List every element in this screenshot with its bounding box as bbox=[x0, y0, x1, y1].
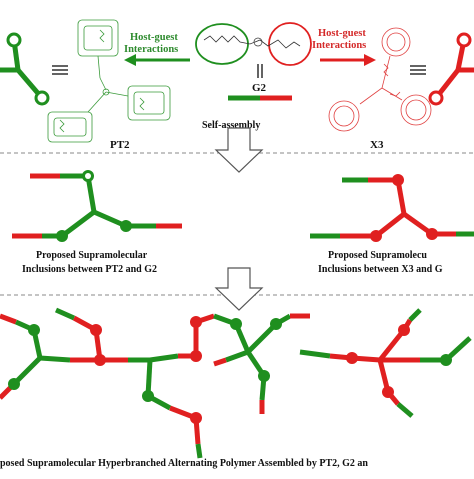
self-assembly-label: Self-assembly bbox=[202, 120, 260, 131]
x3-symbol bbox=[428, 32, 474, 106]
host-guest-arrow-right bbox=[320, 54, 376, 66]
x3-molecule-structure bbox=[328, 27, 432, 132]
host-guest-label-right-line1: Host-guest bbox=[318, 28, 366, 39]
equivalent-sign-right bbox=[410, 65, 426, 75]
x3-g2-inclusion bbox=[310, 174, 474, 242]
bottom-caption: posed Supramolecular Hyperbranched Alter… bbox=[0, 458, 368, 469]
right-caption-line1: Proposed Supramolecu bbox=[328, 250, 427, 261]
left-caption-line1: Proposed Supramolecular bbox=[36, 250, 148, 261]
g2-molecule-structure bbox=[195, 22, 312, 66]
pt2-molecule-structure bbox=[47, 19, 171, 143]
host-guest-label-right-line2: Interactions bbox=[312, 40, 366, 51]
left-caption-line2: Inclusions between PT2 and G2 bbox=[22, 264, 157, 275]
right-caption-line2: Inclusions between X3 and G bbox=[318, 264, 443, 275]
down-arrow-1 bbox=[214, 127, 264, 173]
host-guest-arrow-left bbox=[124, 54, 190, 66]
equivalent-sign-vertical bbox=[257, 64, 263, 78]
host-guest-label-left-line2: Interactions bbox=[124, 44, 178, 55]
down-arrow-2 bbox=[214, 267, 264, 311]
pt2-g2-inclusion bbox=[12, 170, 182, 242]
pt2-symbol bbox=[0, 32, 50, 106]
pt2-label: PT2 bbox=[110, 139, 130, 151]
g2-label: G2 bbox=[252, 82, 267, 94]
x3-label: X3 bbox=[370, 139, 384, 151]
equivalent-sign-left bbox=[52, 65, 68, 75]
host-guest-label-left-line1: Host-guest bbox=[130, 32, 178, 43]
hyperbranched-polymer bbox=[0, 307, 472, 459]
